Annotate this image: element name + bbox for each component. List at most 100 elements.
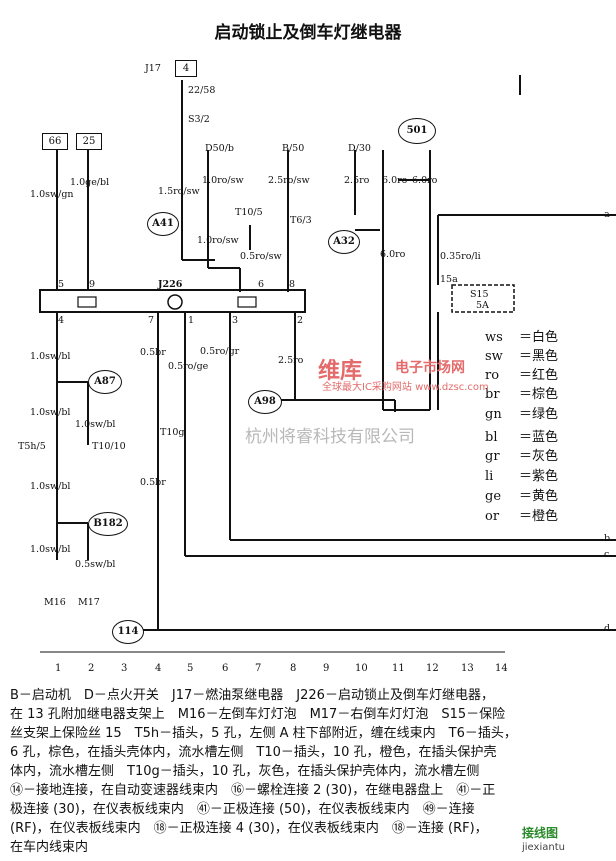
wire-label: 0.5br (140, 477, 166, 488)
wire-label: 6.0ro (412, 175, 438, 186)
column-number: 14 (495, 663, 508, 674)
description-line: 丝支架上保险丝 15 T5h－插头，5 孔，左侧 A 柱下部附近，缠在线束内 T… (10, 726, 517, 741)
column-number: 10 (355, 663, 368, 674)
j17-label: J17 (145, 63, 161, 74)
pin-label: 9 (89, 279, 96, 290)
diagram-title: 启动锁止及倒车灯继电器 (214, 23, 402, 43)
bus-letter: d (604, 623, 611, 634)
wire-label: 1.0sw/bl (75, 419, 116, 430)
j17-wire-label: 22/58 (188, 85, 216, 96)
wire-label: 1.0ro/sw (202, 175, 244, 186)
wire-label: T5h/5 (18, 441, 46, 452)
pin-label: 8 (289, 279, 296, 290)
description-line: 在车内线束内 (10, 840, 89, 855)
wire-label: 1.0ge/bl (70, 177, 110, 188)
column-number: 13 (461, 663, 474, 674)
description-line: 在 13 孔附加继电器支架上 M16－左倒车灯灯泡 M17－右倒车灯灯泡 S15… (10, 707, 506, 722)
wire-label: 1.0sw/bl (30, 351, 71, 362)
watermark-brand: 维库 (318, 359, 363, 384)
wire-label: 2.5ro (344, 175, 370, 186)
pin-label: 4 (58, 315, 65, 326)
watermark-site-url: jiexiantu (522, 842, 565, 853)
node-a87: A87 (88, 370, 122, 394)
column-number: 5 (187, 663, 194, 674)
bus-letter: b (604, 533, 611, 544)
node-a32: A32 (328, 230, 360, 254)
watermark-slogan: 全球最大IC采购网站 www.dzsc.com (322, 382, 489, 393)
fuse-box-66: 66 (42, 133, 68, 150)
pin-label: 5 (58, 279, 65, 290)
fuse-s15-name: S15 (470, 289, 489, 300)
fuse-box-25: 25 (76, 133, 102, 150)
wire-label: 2.5ro/sw (268, 175, 310, 186)
legend-row: ge＝黄色 (485, 489, 559, 504)
wire-label: 1.0sw/bl (30, 544, 71, 555)
wire-label: 2.5ro (278, 355, 304, 366)
wire-label: 0.35ro/li (440, 251, 481, 262)
j17-conn-label: S3/2 (188, 114, 210, 125)
description-line: 极连接 (30)，在仪表板线束内 ㊶－正极连接 (50)，在仪表板线束内 ㊾－连… (10, 802, 475, 817)
pin-label: 2 (297, 315, 304, 326)
wire-label: 1.0sw/gn (30, 189, 74, 200)
j226-label: J226 (158, 279, 183, 290)
legend-row: gn＝绿色 (485, 407, 559, 422)
description-line: 6 孔，棕色，在插头壳体内，流水槽左侧 T10－插头，10 孔，橙色，在插头保护… (10, 745, 497, 760)
column-number: 7 (255, 663, 262, 674)
bus-letter: a (604, 209, 610, 220)
column-number: 1 (55, 663, 62, 674)
description-line: ⑭－接地连接，在自动变速器线束内 ⑯－螺栓连接 2 (30)，在继电器盘上 ㊶－… (10, 783, 496, 798)
wire-label: T10/5 (235, 207, 263, 218)
wire-label: D/30 (348, 143, 371, 154)
node-a98: A98 (248, 390, 282, 414)
legend-row: ro＝红色 (485, 368, 559, 383)
column-number: 2 (88, 663, 95, 674)
relay-501-node: 501 (398, 118, 436, 144)
legend-row: bl＝蓝色 (485, 430, 559, 445)
wire-label: 0.5ro/sw (240, 251, 282, 262)
column-number: 4 (155, 663, 162, 674)
bus-letter: c (604, 549, 610, 560)
wire-label: 1.5ro/sw (158, 186, 200, 197)
wire-label: 6.0ro (382, 175, 408, 186)
wire-label: B/50 (282, 143, 305, 154)
legend-row: gr＝灰色 (485, 449, 559, 464)
pin-label: 7 (148, 315, 155, 326)
legend-row: sw＝黑色 (485, 349, 559, 364)
wire-label: 0.5ro/ge (168, 361, 209, 372)
node-114: 114 (112, 620, 144, 644)
lamp-m16: M16 (44, 597, 66, 608)
legend-row: br＝棕色 (485, 387, 559, 402)
watermark-brand2: 电子市场网 (395, 360, 465, 376)
pin-label: 6 (258, 279, 265, 290)
wire-label: T10/10 (92, 441, 126, 452)
column-number: 12 (426, 663, 439, 674)
column-number: 8 (290, 663, 297, 674)
legend-row: ws＝白色 (485, 330, 559, 345)
wire-label: 6.0ro (380, 249, 406, 260)
wire-label: T10g (160, 427, 185, 438)
wire-label: 0.5br (140, 347, 166, 358)
j17-pin-box: 4 (175, 60, 197, 77)
pin-label: 3 (232, 315, 239, 326)
wire-label: 0.5sw/bl (75, 559, 116, 570)
legend-row: or＝橙色 (485, 509, 559, 524)
wire-label: 1.0sw/bl (30, 481, 71, 492)
wire-label: 15a (440, 274, 458, 285)
fuse-s15-rating: 5A (476, 300, 489, 311)
watermark-company: 杭州将睿科技有限公司 (245, 427, 415, 447)
description-line: 体内，流水槽左侧 T10g－插头，10 孔，灰色，在插头保护壳体内，流水槽左侧 (10, 764, 480, 779)
column-number: 9 (323, 663, 330, 674)
component-description: B－启动机 D－点火开关 J17－燃油泵继电器 J226－启动锁止及倒车灯继电器… (10, 686, 608, 857)
wire-label: D50/b (205, 143, 234, 154)
wire-label: 1.0sw/bl (30, 407, 71, 418)
wire-label: 1.0ro/sw (197, 235, 239, 246)
description-line: B－启动机 D－点火开关 J17－燃油泵继电器 J226－启动锁止及倒车灯继电器… (10, 688, 494, 703)
lamp-m17: M17 (78, 597, 100, 608)
column-number: 3 (121, 663, 128, 674)
column-number: 11 (392, 663, 405, 674)
pin-label: 1 (188, 315, 195, 326)
wire-label: T6/3 (290, 215, 312, 226)
node-b182: B182 (88, 512, 128, 536)
